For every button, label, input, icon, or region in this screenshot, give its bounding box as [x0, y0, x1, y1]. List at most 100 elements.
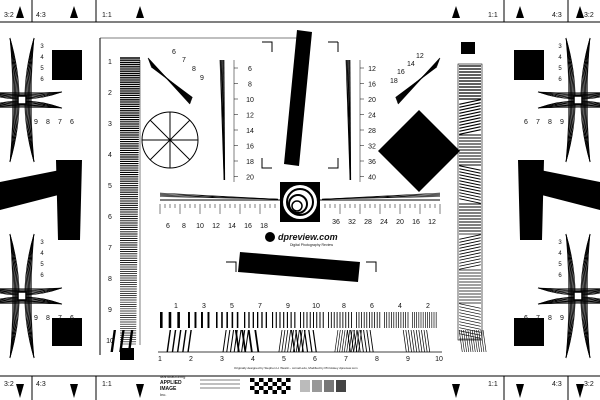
right-t-target [518, 160, 600, 240]
checkerboard-pattern [250, 378, 291, 394]
side-row-label: 8 [548, 119, 552, 126]
hyperbolic-cluster [537, 233, 600, 359]
side-tick-label: 6 [40, 273, 44, 279]
side-tick-label: 4 [40, 55, 44, 61]
side-row-label: 7 [58, 315, 62, 322]
left-bottom-black-square [52, 318, 82, 346]
ratio-label-br-43: 4:3 [552, 381, 562, 388]
credit-text: Originally designed by Stephen H. Westin… [234, 366, 358, 370]
side-row-label: 6 [524, 119, 528, 126]
wedge-right-label: 36 [368, 159, 376, 166]
side-row-label: 6 [70, 119, 74, 126]
side-hyperbolic-gratings [0, 37, 600, 359]
fan-right-label-16: 16 [397, 69, 405, 76]
hbar-left-label: 14 [228, 223, 236, 230]
ratio-label-tr-43: 4:3 [552, 12, 562, 19]
bottom-axis-label: 4 [251, 356, 255, 363]
bottom-top-label: 2 [426, 303, 430, 310]
corner-tick-marks [31, 0, 569, 400]
left-scale-label: 9 [108, 307, 112, 314]
hbar-left-label: 6 [166, 223, 170, 230]
side-row-label: 8 [46, 119, 50, 126]
logo-tagline: Digital Photography Review [290, 243, 333, 247]
right-small-block [461, 42, 475, 54]
side-row-label: 9 [34, 315, 38, 322]
side-row-label: 7 [536, 315, 540, 322]
wedge-left-label: 8 [248, 82, 252, 89]
hbar-right-label: 28 [364, 219, 372, 226]
hyperbolic-cluster [537, 37, 600, 163]
ratio-label-tl-32: 3:2 [4, 12, 14, 19]
side-tick-label: 3 [558, 44, 562, 50]
fan-left-label-7: 7 [182, 57, 186, 64]
side-row-label: 6 [70, 315, 74, 322]
bottom-axis-label: 8 [375, 356, 379, 363]
wedge-left-label: 10 [246, 97, 254, 104]
wedge-right-label: 12 [368, 66, 376, 73]
right-top-black-square [514, 50, 544, 80]
bottom-top-label: 7 [258, 303, 262, 310]
bottom-top-label: 10 [312, 303, 320, 310]
left-scale-label: 7 [108, 245, 112, 252]
wedge-right-label: 40 [368, 175, 376, 182]
ratio-label-tr-11: 1:1 [488, 12, 498, 19]
center-slanted-bar [284, 30, 312, 166]
wedge-left-label: 18 [246, 159, 254, 166]
left-t-target [0, 160, 82, 240]
wedge-right-label: 32 [368, 144, 376, 151]
side-tick-label: 5 [558, 66, 562, 72]
side-row-label: 6 [524, 315, 528, 322]
ratio-label-bl-11: 1:1 [102, 381, 112, 388]
side-tick-label: 4 [558, 55, 562, 61]
bottom-axis-label: 3 [220, 356, 224, 363]
wedge-right-label: 28 [368, 128, 376, 135]
bottom-top-label: 4 [398, 303, 402, 310]
ratio-label-bl-32: 3:2 [4, 381, 14, 388]
bottom-axis-label: 10 [435, 356, 443, 363]
mfg-line-3: IMAGE [160, 386, 177, 392]
side-row-label: 7 [58, 119, 62, 126]
hbar-right-label: 20 [396, 219, 404, 226]
left-scale-label: 5 [108, 183, 112, 190]
fan-left-label-8: 8 [192, 66, 196, 73]
side-tick-label: 6 [40, 77, 44, 83]
wedge-right-label: 24 [368, 113, 376, 120]
diamond-target [377, 109, 461, 193]
wedge-left-label: 14 [246, 128, 254, 135]
ratio-label-tl-11: 1:1 [102, 12, 112, 19]
bottom-axis-label: 1 [158, 356, 162, 363]
mfg-line-2: APPLIED [160, 380, 182, 386]
side-tick-label: 5 [558, 262, 562, 268]
hbar-right-label: 36 [332, 219, 340, 226]
bottom-top-label: 8 [342, 303, 346, 310]
hbar-left-label: 18 [260, 223, 268, 230]
mfg-line-1: Manufacturing [160, 374, 185, 379]
wedge-right-label: 20 [368, 97, 376, 104]
bottom-top-label: 6 [370, 303, 374, 310]
left-top-black-square [52, 50, 82, 80]
wedge-right-label: 16 [368, 82, 376, 89]
side-row-label: 9 [560, 119, 564, 126]
side-row-label: 8 [46, 315, 50, 322]
gray-swatches [300, 380, 346, 392]
fan-wedges [147, 57, 441, 105]
hyperbolic-cluster [0, 233, 63, 359]
left-scale-label: 4 [108, 152, 112, 159]
ratio-label-tl-43: 4:3 [36, 12, 46, 19]
hbar-left-label: 10 [196, 223, 204, 230]
side-tick-label: 3 [40, 240, 44, 246]
mfg-line-4: Inc. [160, 392, 166, 397]
left-scale-label: 2 [108, 90, 112, 97]
side-tick-label: 5 [40, 262, 44, 268]
wedge-left-label: 6 [248, 66, 252, 73]
ratio-label-bl-43: 4:3 [36, 381, 46, 388]
hbar-left-label: 8 [182, 223, 186, 230]
bottom-top-label: 5 [230, 303, 234, 310]
bottom-axis-label: 5 [282, 356, 286, 363]
dpreview-logo: dpreview.com Digital Photography Review [265, 232, 338, 247]
dpreview-logo-mark [265, 232, 275, 242]
